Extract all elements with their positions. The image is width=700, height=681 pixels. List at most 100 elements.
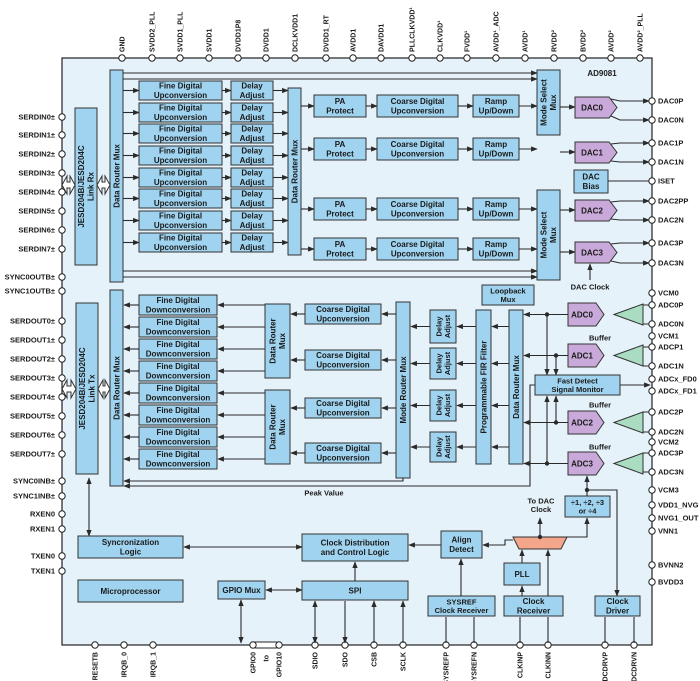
top-pin-9[interactable] [377,54,385,62]
right-pin-6[interactable] [648,216,656,224]
left-pin-16[interactable] [58,431,66,439]
right-pin-3[interactable] [648,158,656,166]
right-pin-16[interactable] [648,387,656,395]
right-pin-7[interactable] [648,239,656,247]
left-pin-6[interactable] [58,226,66,234]
right-pin-14[interactable] [648,362,656,370]
right-pin-27[interactable] [648,578,656,586]
top-pin-1[interactable] [148,54,156,62]
right-pin-25[interactable] [648,527,656,535]
text-line: Adjust [240,134,265,143]
right-pin-1[interactable] [648,116,656,124]
bottom-pin-1[interactable] [120,641,128,649]
top-pin-18[interactable] [636,54,644,62]
left-pin-7[interactable] [58,245,66,253]
right-pin-26[interactable] [648,561,656,569]
top-pin-17[interactable] [607,54,615,62]
right-pin-4[interactable] [648,177,656,185]
right-pin-17[interactable] [648,408,656,416]
text-line: SPI [349,586,362,595]
right-pin-10[interactable] [648,301,656,309]
left-pin-3[interactable] [58,169,66,177]
top-pin-14[interactable] [521,54,529,62]
left-pin-9[interactable] [58,287,66,295]
left-pin-5[interactable] [58,207,66,215]
text-line: Clock [607,597,629,606]
right-pin-2[interactable] [648,139,656,147]
left-pin-1[interactable] [58,131,66,139]
left-pin-20[interactable] [58,510,66,518]
dac-clock-label: DAC Clock [571,283,611,292]
top-pin-3[interactable] [205,54,213,62]
top-pin-8[interactable] [349,54,357,62]
top-pin-10[interactable] [408,54,416,62]
left-pin-14[interactable] [58,393,66,401]
top-pin-5[interactable] [262,54,270,62]
left-pin-label-20-text: RXEN0 [30,510,55,519]
bottom-pin-2[interactable] [149,641,157,649]
bottom-pin-label-4: to [263,655,270,662]
left-pin-0[interactable] [58,113,66,121]
top-pin-6[interactable] [291,54,299,62]
right-pin-11[interactable] [648,320,656,328]
left-pin-22[interactable] [58,552,66,560]
left-pin-11[interactable] [58,336,66,344]
right-pin-9[interactable] [648,289,656,297]
left-pin-10[interactable] [58,317,66,325]
left-pin-17[interactable] [58,450,66,458]
right-pin-20[interactable] [648,449,656,457]
left-pin-4[interactable] [58,188,66,196]
left-pin-12[interactable] [58,355,66,363]
right-pin-22[interactable] [648,486,656,494]
top-pin-12[interactable] [463,54,471,62]
top-pin-7[interactable] [322,54,330,62]
bottom-pin-0[interactable] [91,641,99,649]
right-pin-12[interactable] [648,332,656,340]
text-line: To DAC [528,496,556,505]
signal-line [610,140,650,146]
right-pin-0[interactable] [648,97,656,105]
bottom-pin-5[interactable] [275,641,283,649]
right-pin-23[interactable] [648,501,656,509]
text-line: Adjust [443,435,452,459]
top-pin-15[interactable] [550,54,558,62]
top-pin-13[interactable] [492,54,500,62]
left-pin-label-19: SYNC1INB± [13,492,55,501]
left-pin-23[interactable] [58,567,66,575]
right-pin-13[interactable] [648,343,656,351]
left-pin-8[interactable] [58,273,66,281]
left-pin-label-23-text: TXEN1 [31,567,55,576]
top-pin-4[interactable] [234,54,242,62]
top-pin-11[interactable] [436,54,444,62]
right-pin-21[interactable] [648,468,656,476]
buffer-label-2-text: Buffer [589,401,611,410]
right-pin-18[interactable] [648,428,656,436]
right-pin-label-16-text: ADCx_FD1 [658,387,697,396]
right-pin-24[interactable] [648,514,656,522]
right-pin-15[interactable] [648,375,656,383]
mode-router-output-line [123,478,404,484]
bottom-pin-3[interactable] [249,641,257,649]
top-pin-16[interactable] [579,54,587,62]
left-pin-21[interactable] [58,525,66,533]
right-pin-19[interactable] [648,438,656,446]
top-pin-0[interactable] [118,54,126,62]
left-pin-13[interactable] [58,374,66,382]
left-pin-18[interactable] [58,477,66,485]
top-pin-2[interactable] [176,54,184,62]
text-line: BVDD² [580,29,587,52]
right-pin-5[interactable] [648,197,656,205]
text-line: SERDOUT3± [10,374,55,383]
text-line: Delay [241,169,263,178]
left-pin-15[interactable] [58,412,66,420]
tx-data-router-mux-label-text: Data Router Mux [112,144,121,208]
left-pin-19[interactable] [58,492,66,500]
jesd-link-rx-label: JESD204B/JESD204CLink Rx [77,145,95,227]
left-pin-2[interactable] [58,150,66,158]
right-pin-8[interactable] [648,259,656,267]
text-line: GPIO0 [250,652,257,674]
